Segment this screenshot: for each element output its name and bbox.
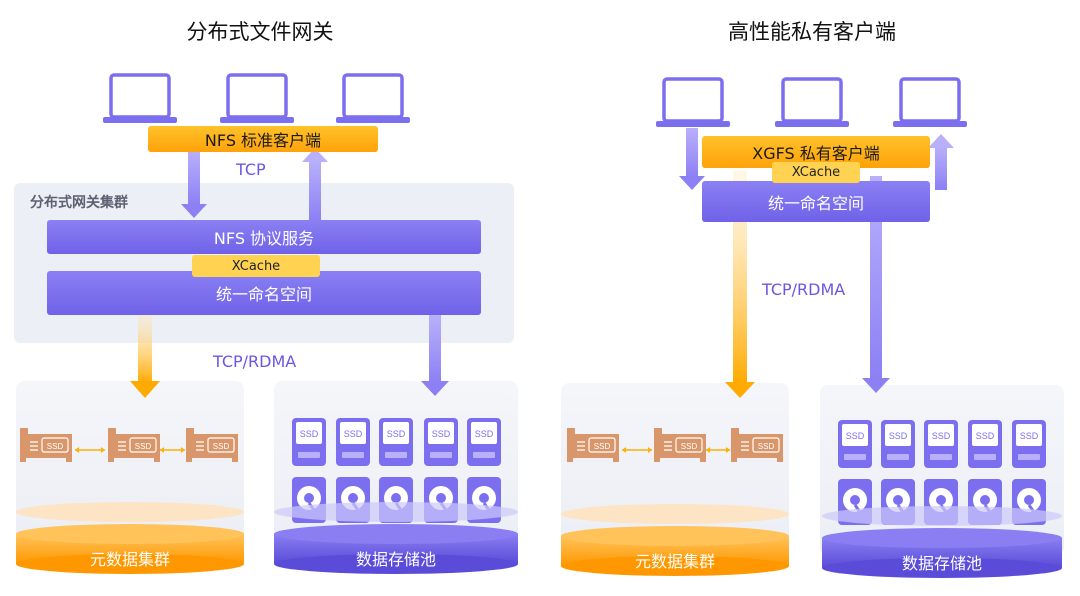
xcache-badge: XCache: [772, 162, 860, 183]
ssd-card-icon: [19, 427, 73, 463]
ssd-card-icon: [566, 427, 620, 463]
ssd-drive-icon: [968, 420, 1002, 468]
down-arrow-icon: [130, 315, 160, 398]
storage-pool-graphic: [274, 418, 518, 574]
metadata-cluster-graphic: [561, 427, 789, 576]
laptop-icon: [218, 73, 296, 125]
laptop-icon: [334, 73, 412, 125]
laptop-icon: [101, 73, 179, 125]
storage-pool-label: 数据存储池: [355, 550, 436, 569]
cluster-label: 分布式网关集群: [30, 195, 128, 211]
left-title: 分布式文件网关: [186, 20, 334, 44]
laptop-icon: [891, 77, 969, 129]
ssd-drive-icon: [881, 420, 915, 468]
protocol-service-box: NFS 协议服务: [47, 220, 481, 254]
ssd-drive-icon: [424, 418, 458, 466]
down-arrow-icon: [679, 128, 705, 190]
right-title: 高性能私有客户端: [728, 20, 896, 44]
ssd-drive-icon: [1012, 420, 1046, 468]
metadata-cluster-label: 元数据集群: [634, 552, 715, 571]
nfs-client-bar: NFS 标准客户端: [148, 126, 378, 152]
laptop-icon: [654, 77, 732, 129]
metadata-cluster-label: 元数据集群: [89, 550, 170, 569]
up-arrow-icon: [928, 134, 954, 190]
down-arrow-icon: [181, 150, 207, 218]
edge-label-tcp-rdma: TCP/RDMA: [762, 280, 846, 299]
laptop-icon: [773, 77, 851, 129]
namespace-box: 统一命名空间: [47, 271, 481, 315]
edge-label-tcp-rdma: TCP/RDMA: [213, 352, 297, 371]
storage-pool-label: 数据存储池: [901, 554, 982, 573]
down-arrow-icon: [725, 170, 755, 398]
ssd-card-icon: [107, 427, 161, 463]
ssd-card-icon: [185, 427, 239, 463]
ssd-card-icon: [730, 427, 784, 463]
up-arrow-icon: [302, 148, 328, 220]
down-arrow-icon: [862, 176, 890, 393]
ssd-card-icon: [653, 427, 707, 463]
ssd-drive-icon: [336, 418, 370, 466]
ssd-drive-icon: [924, 420, 958, 468]
down-arrow-icon: [421, 315, 449, 396]
xcache-badge: XCache: [192, 255, 320, 277]
ssd-drive-icon: [379, 418, 413, 466]
edge-label-tcp: TCP: [236, 160, 266, 179]
ssd-drive-icon: [292, 418, 326, 466]
ssd-drive-icon: [838, 420, 872, 468]
metadata-cluster-graphic: [16, 427, 244, 574]
namespace-box: 统一命名空间: [702, 181, 930, 222]
ssd-drive-icon: [467, 418, 501, 466]
storage-pool-graphic: [822, 420, 1062, 578]
